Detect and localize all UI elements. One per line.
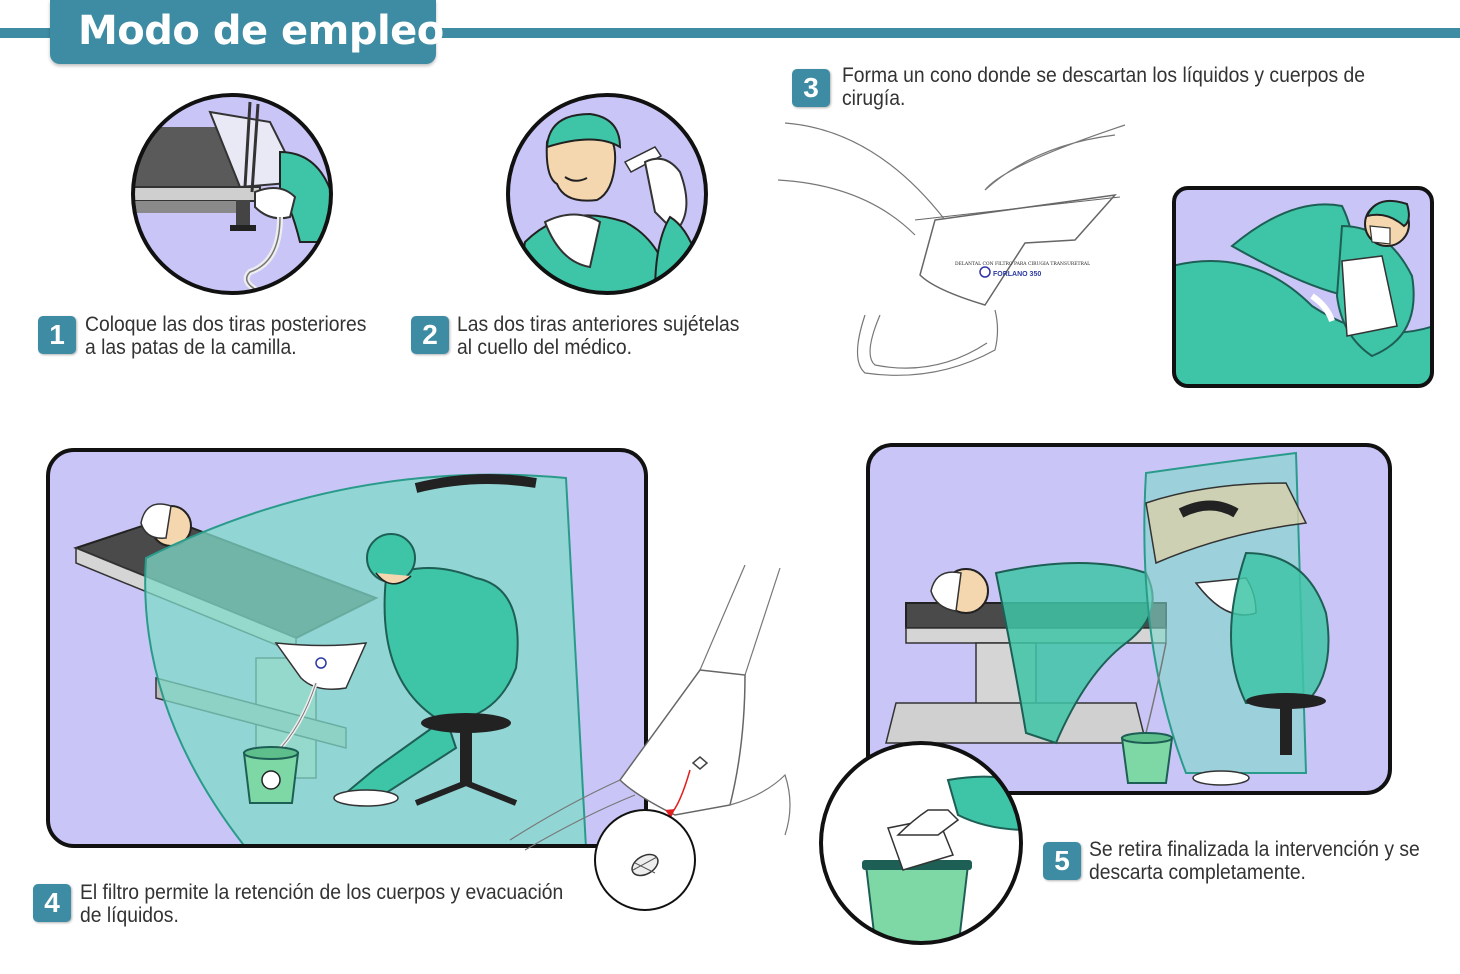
page-title: Modo de empleo [78, 8, 444, 54]
step5-text-line2: descarta completamente. [1089, 861, 1306, 884]
step2-text-line2: al cuello del médico. [457, 336, 633, 359]
step4-operating-room-panel [46, 448, 648, 848]
step5-badge: 5 [1043, 842, 1081, 880]
title-tab [50, 0, 436, 64]
step2-text: Las dos tiras anteriores sujételas al cu… [457, 313, 739, 359]
step5-operating-room-panel [866, 443, 1392, 795]
step3-badge: 3 [792, 69, 830, 107]
step3-text-line1: Forma un cono donde se descartan los líq… [842, 64, 1366, 87]
step4-badge: 4 [33, 884, 71, 922]
step1-text-line2: a las patas de la camilla. [85, 336, 297, 359]
apron-label-brand: FORLANO 350 [993, 271, 1041, 278]
step1-illustration [131, 93, 333, 295]
step5-disposal-illustration [819, 741, 1023, 945]
header-rule [0, 28, 1460, 38]
step1-text: Coloque las dos tiras posteriores a las … [85, 313, 366, 359]
step1-text-line1: Coloque las dos tiras posteriores [85, 313, 367, 336]
step4-text: El filtro permite la retención de los cu… [80, 881, 563, 927]
step4-text-line2: de líquidos. [80, 904, 179, 927]
step2-illustration [506, 93, 708, 295]
step5-text-line1: Se retira finalizada la intervención y s… [1089, 838, 1420, 861]
step2-text-line1: Las dos tiras anteriores sujételas [457, 313, 740, 336]
step4-text-line1: El filtro permite la retención de los cu… [80, 881, 564, 904]
apron-cone-diagram: DELANTAL CON FILTRO PARA CIRUGIA TRANSUR… [777, 120, 1126, 376]
step1-badge: 1 [38, 316, 76, 354]
step2-badge: 2 [411, 316, 449, 354]
step3-text-line2: cirugía. [842, 87, 906, 110]
step3-text: Forma un cono donde se descartan los líq… [842, 64, 1365, 110]
filter-apron-diagram [509, 564, 791, 911]
apron-label-caption: DELANTAL CON FILTRO PARA CIRUGIA TRANSUR… [955, 261, 1090, 267]
step3-surgeon-panel [1172, 186, 1434, 388]
step5-text: Se retira finalizada la intervención y s… [1089, 838, 1420, 884]
